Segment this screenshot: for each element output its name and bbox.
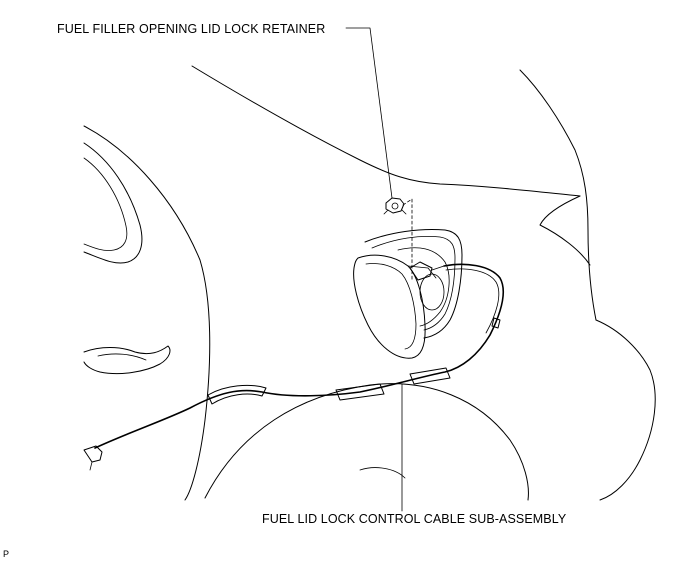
illustration-code: P [3, 549, 10, 559]
retainer-callout-label: FUEL FILLER OPENING LID LOCK RETAINER [57, 22, 326, 36]
rear-side-window [83, 142, 143, 264]
retainer-leader-line [345, 27, 393, 199]
wheel-arch [204, 383, 529, 501]
lock-actuator [409, 261, 445, 281]
body-outline [83, 65, 656, 501]
lid-lock-retainer [383, 197, 407, 215]
fuel-filler-lid [353, 254, 437, 359]
fuel-filler-opening [364, 229, 463, 339]
retainer-install-guide [402, 198, 413, 281]
control-cable [83, 263, 505, 471]
door-handle [83, 345, 171, 375]
cable-callout-label: FUEL LID LOCK CONTROL CABLE SUB-ASSEMBLY [262, 512, 567, 526]
